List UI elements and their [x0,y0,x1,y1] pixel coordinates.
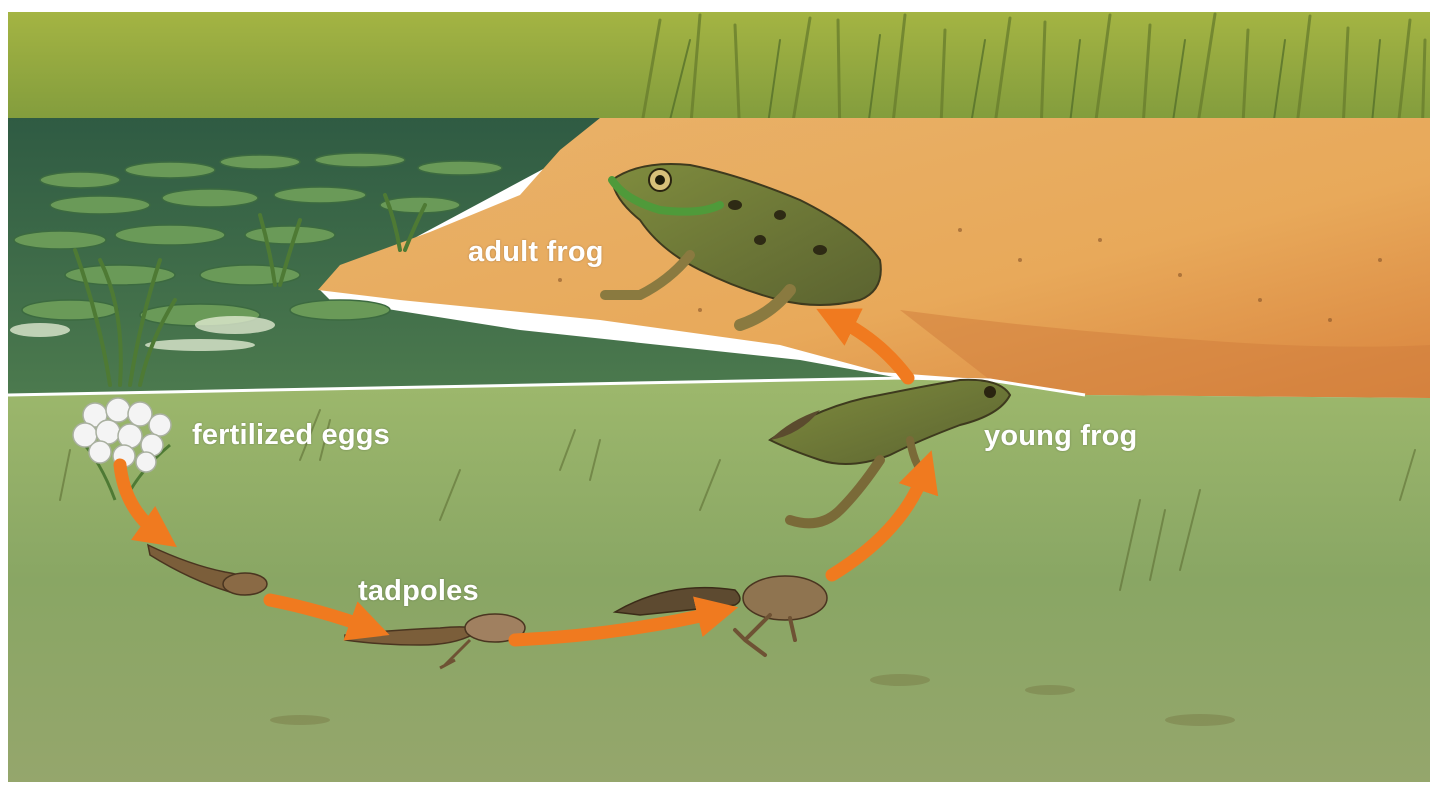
label-tadpoles: tadpoles [358,575,479,608]
label-adult-frog: adult frog [468,236,604,269]
label-fertilized-eggs: fertilized eggs [192,419,390,452]
label-young-frog: young frog [984,420,1137,453]
